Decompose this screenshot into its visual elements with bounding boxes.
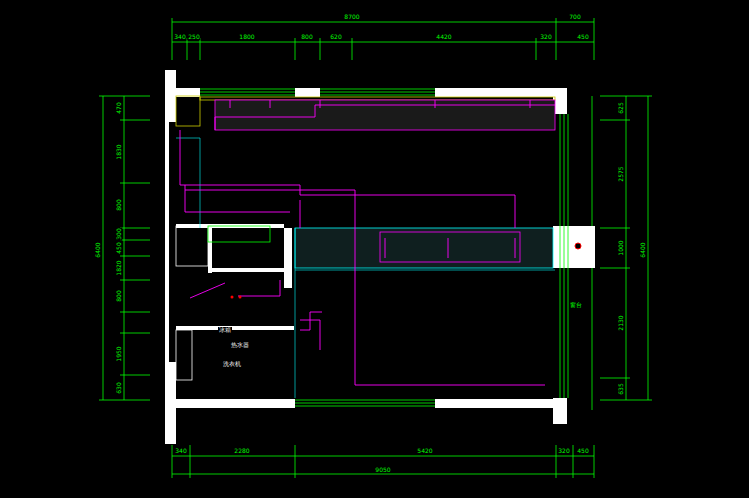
wire (215, 105, 555, 130)
dimension-text: 2575 (618, 165, 624, 182)
outlet (231, 296, 234, 299)
dimension-text: 2280 (233, 448, 250, 454)
hatch (215, 100, 555, 268)
dim-line (172, 22, 594, 23)
dim-ticks (99, 96, 150, 400)
fixture (385, 238, 515, 258)
dim-line (172, 474, 594, 475)
wall (208, 228, 212, 273)
room-label: 洗衣机 (222, 361, 242, 367)
dimension-text: 9050 (374, 467, 391, 473)
dimension-text: 340 (174, 448, 187, 454)
wall (165, 70, 176, 122)
dimension-text: 1830 (116, 143, 122, 160)
dimension-text: 450 (576, 448, 589, 454)
column (553, 226, 595, 268)
hatched-strip (215, 100, 555, 130)
cabinet (176, 96, 200, 126)
light-trough (380, 232, 520, 262)
dimension-text: 320 (539, 34, 552, 40)
dim-line (172, 456, 594, 457)
dimension-text: 625 (618, 101, 624, 114)
dimension-text: 300 (116, 227, 122, 240)
dim-line (172, 42, 594, 43)
room-label: 冰箱 (218, 327, 232, 333)
walls (165, 70, 595, 444)
dimension-text: 6400 (95, 241, 101, 258)
wire (185, 185, 290, 212)
wire (185, 190, 545, 385)
wall (284, 228, 292, 288)
dimension-lines (99, 18, 652, 478)
wire (190, 280, 280, 298)
dimension-text: 800 (300, 34, 313, 40)
wall (165, 122, 169, 362)
dimension-text: 450 (576, 34, 589, 40)
dimension-text: 800 (116, 289, 122, 302)
window (560, 96, 592, 410)
dimension-text: 1820 (116, 259, 122, 276)
wall (176, 326, 294, 330)
dimension-text: 1000 (618, 239, 624, 256)
dimension-text: 4420 (435, 34, 452, 40)
dimension-text: 8700 (343, 14, 360, 20)
cyan-lines (176, 138, 555, 398)
fixture (230, 100, 530, 108)
dimension-text: 635 (618, 382, 624, 395)
wall (295, 88, 320, 97)
wall (435, 88, 553, 97)
dim-ticks (600, 96, 652, 400)
wall (176, 399, 295, 408)
pipe (575, 243, 581, 249)
column (553, 398, 567, 424)
dimension-text: 620 (329, 34, 342, 40)
wiring (180, 100, 555, 385)
windows (200, 89, 592, 410)
dim-ticks (172, 18, 594, 60)
wall (208, 268, 284, 272)
appliance (176, 226, 208, 266)
dim-line (648, 96, 649, 400)
dimension-text: 800 (116, 198, 122, 211)
dim-line (626, 96, 627, 400)
inner-lines (176, 96, 555, 380)
room-label: 窗台 (569, 302, 583, 308)
room-label: 热水器 (230, 342, 250, 348)
ceiling-line (176, 138, 555, 398)
wire (300, 200, 322, 350)
wall (435, 399, 553, 408)
dimension-text: 5420 (416, 448, 433, 454)
dim-line (103, 96, 104, 400)
hatched-strip (295, 228, 553, 268)
dim-line (124, 96, 125, 400)
dimension-text: 1950 (116, 345, 122, 362)
dimension-text: 2130 (618, 314, 624, 331)
dimension-text: 320 (557, 448, 570, 454)
dimension-text: 700 (568, 14, 581, 20)
appliance (176, 330, 192, 380)
dimension-text: 470 (116, 101, 122, 114)
cabinet (208, 226, 270, 242)
dimension-text: 450 (116, 241, 122, 254)
dimension-text: 1800 (238, 34, 255, 40)
dimension-text: 630 (116, 381, 122, 394)
dimension-text: 250 (187, 34, 200, 40)
dimension-text: 340 (173, 34, 186, 40)
ledge (200, 97, 555, 100)
outlet (239, 296, 242, 299)
dim-ticks (172, 445, 594, 478)
dimension-text: 6400 (640, 241, 646, 258)
wall (165, 362, 176, 444)
outlets (231, 296, 242, 299)
wire (180, 130, 515, 228)
